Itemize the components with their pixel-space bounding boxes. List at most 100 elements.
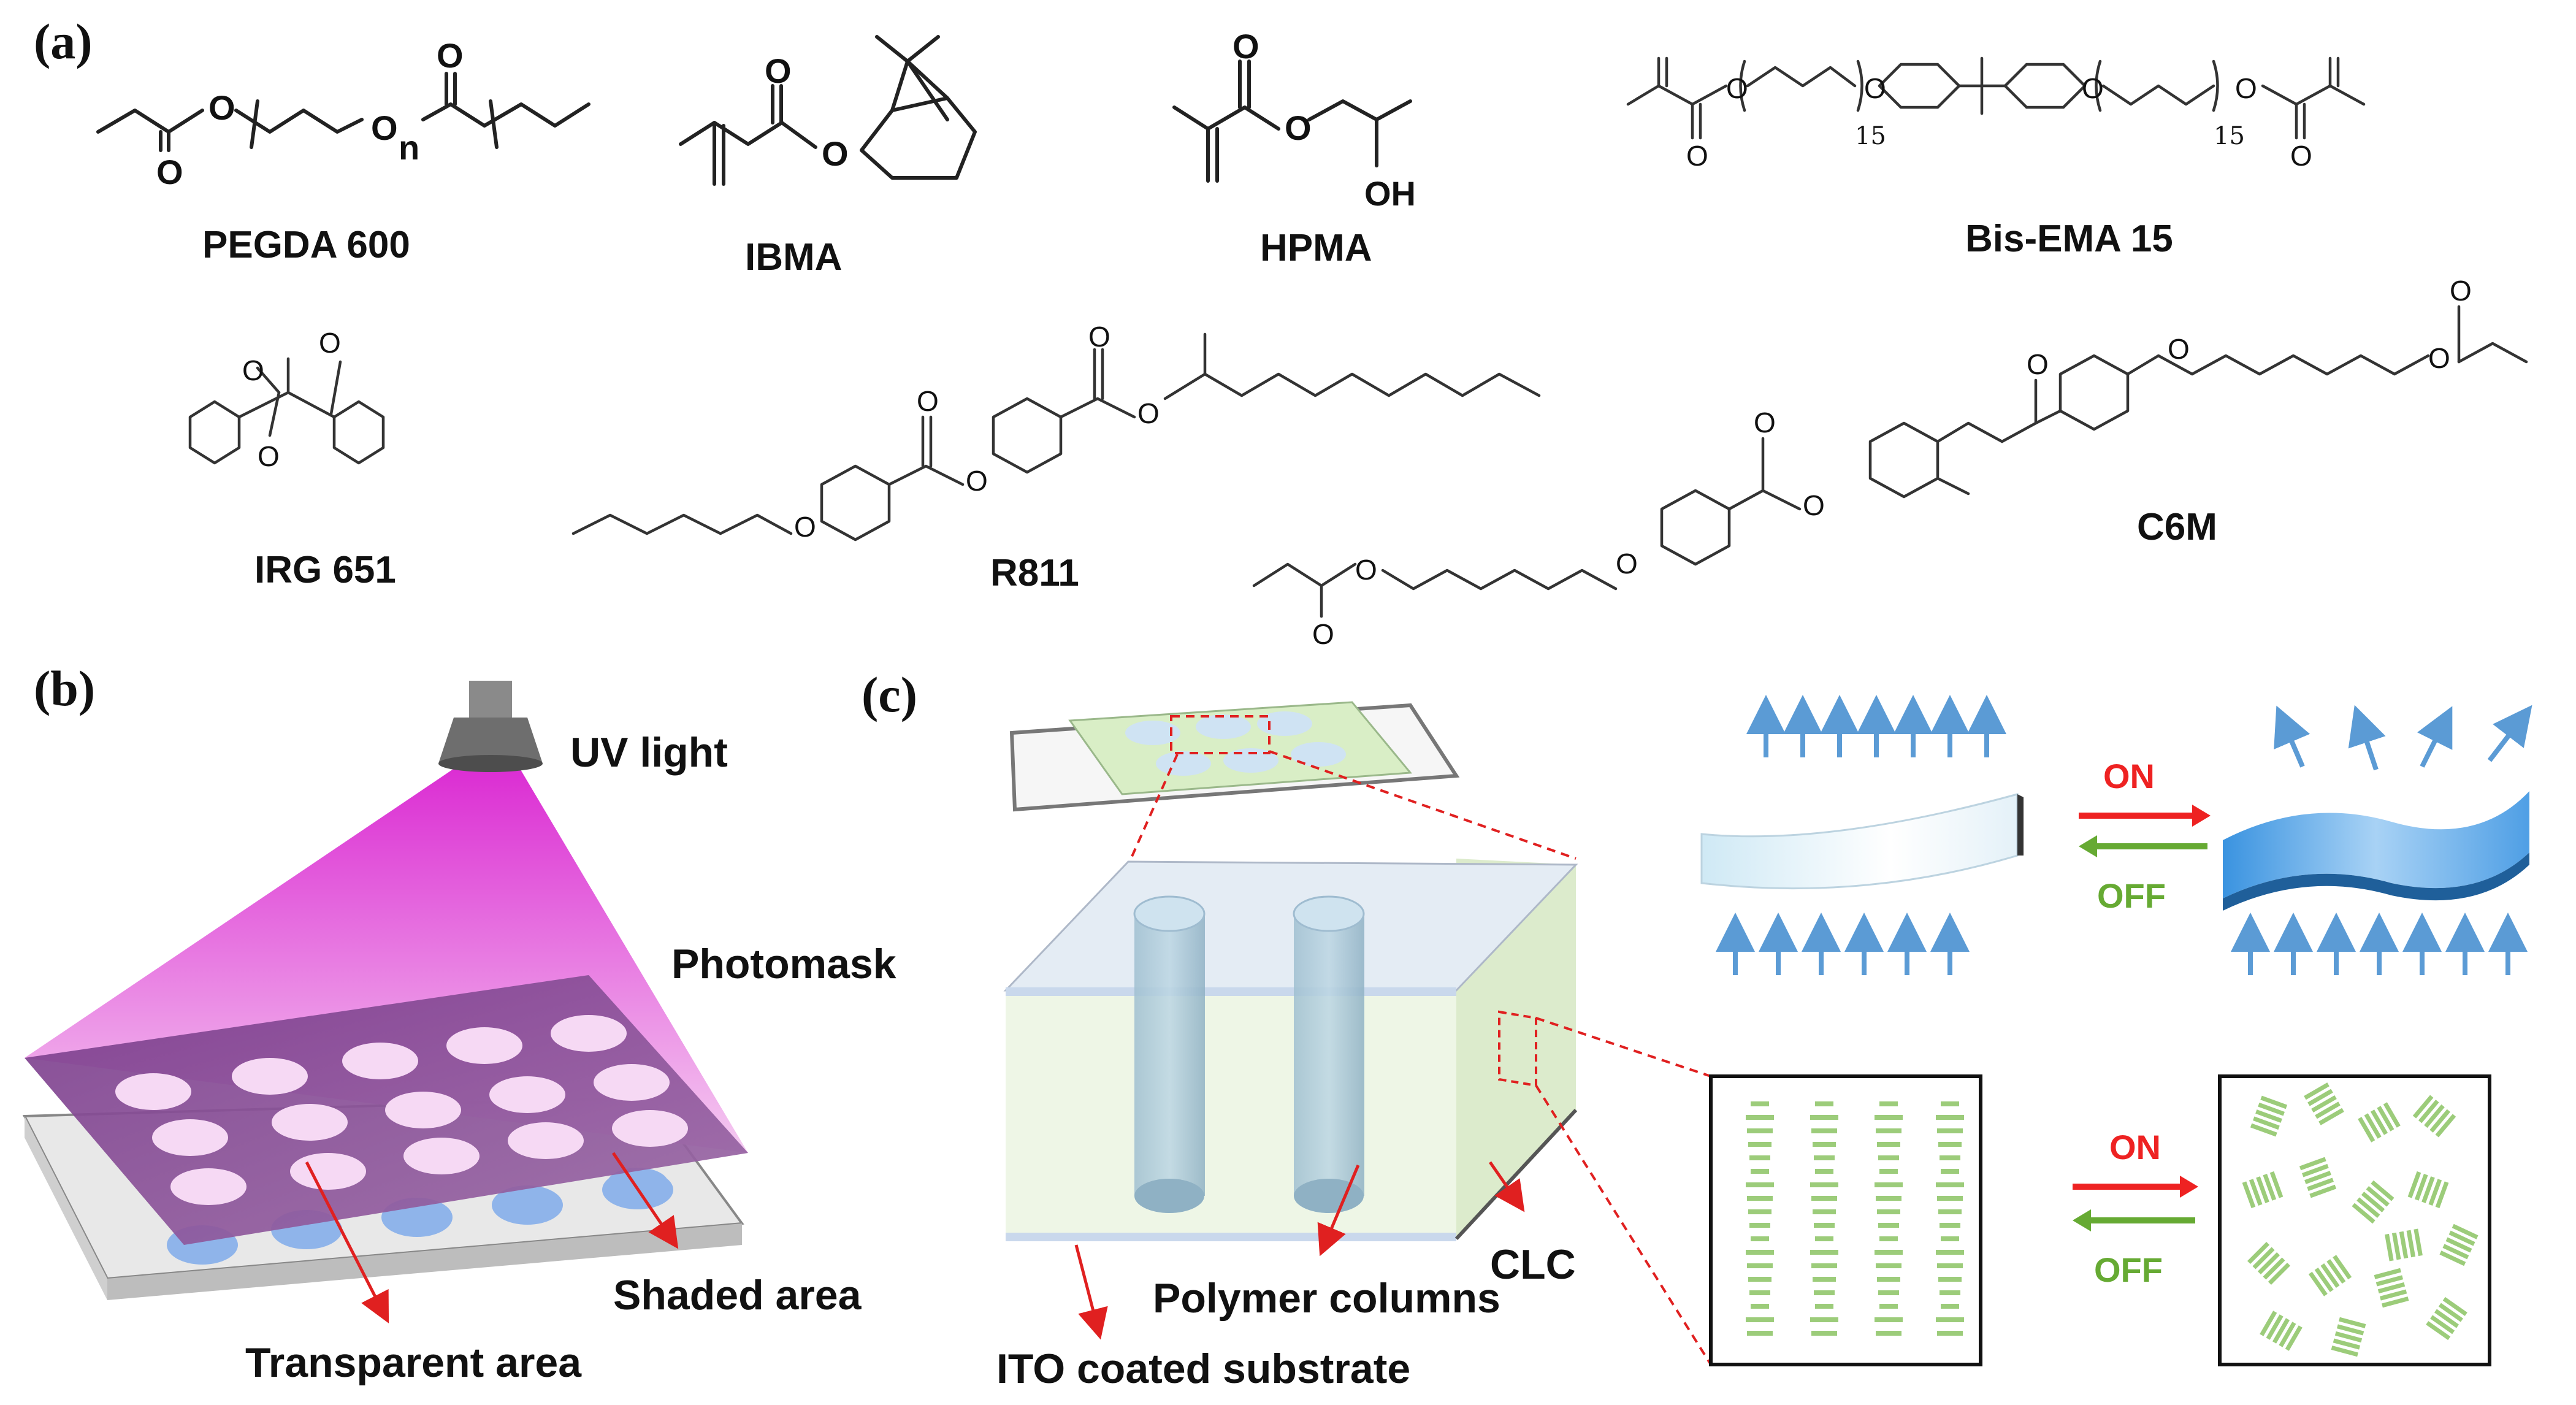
atom-o: O <box>1616 548 1638 580</box>
lc-molecule <box>2439 1250 2466 1266</box>
lc-molecule <box>2407 1171 2421 1198</box>
atom-o: O <box>1088 321 1110 353</box>
lc-molecule-cluster <box>2247 1241 2291 1285</box>
lc-molecule <box>2383 1102 2401 1128</box>
lc-molecule-cluster <box>2412 1095 2456 1138</box>
atom-o: O <box>1726 72 1748 104</box>
lc-molecule <box>2255 1109 2282 1123</box>
lc-molecule <box>2242 1181 2256 1209</box>
wavy-arrows-bottom <box>2231 913 2528 975</box>
lc-molecule <box>2263 1174 2277 1201</box>
atom-o: O <box>258 440 280 472</box>
lc-molecule-cluster <box>2250 1095 2288 1137</box>
lc-molecule <box>2250 1123 2277 1137</box>
lc-molecule <box>2377 1282 2406 1294</box>
lc-molecule <box>2361 1192 2385 1212</box>
shaded-arrow <box>611 1152 679 1249</box>
atom-o: O <box>1137 397 1160 429</box>
atom-o: O <box>2290 140 2312 172</box>
r811-structure: O O O O O <box>571 321 1541 543</box>
atom-o: O <box>1233 27 1259 66</box>
lc-molecule <box>2249 1179 2263 1206</box>
lc-molecule <box>2385 1233 2394 1261</box>
lc-molecule <box>2356 1197 2380 1219</box>
label-bisema: Bis-EMA 15 <box>1965 218 2173 260</box>
lc-molecule <box>2268 1262 2291 1285</box>
label-photomask: Photomask <box>671 941 896 987</box>
lc-molecule <box>2307 1177 2334 1192</box>
lc-molecule <box>2435 1114 2456 1138</box>
panel-label-c: (c) <box>862 667 917 722</box>
lc-molecule <box>2320 1263 2340 1288</box>
lc-molecule <box>2418 1100 2439 1124</box>
atom-o: O <box>1686 140 1708 172</box>
atom-o: O <box>1803 489 1825 521</box>
atom-o: O <box>1864 72 1886 104</box>
label-r811: R811 <box>990 552 1079 594</box>
atom-o: O <box>2450 275 2472 307</box>
wavy-arrows-top <box>2274 705 2532 771</box>
lc-molecule <box>2307 1089 2333 1106</box>
lc-molecule <box>2285 1325 2303 1351</box>
c6m-structure: O O O O O O O O O <box>1252 275 2528 650</box>
atom-o: O <box>966 465 988 497</box>
lc-molecule <box>2258 1102 2285 1116</box>
label-on-bottom: ON <box>2109 1128 2161 1166</box>
lc-cell-box <box>1003 859 1578 1241</box>
lc-ordered-molecules <box>1746 1101 1964 1336</box>
transparent-arrow <box>305 1161 389 1323</box>
lc-molecule <box>2333 1255 2352 1280</box>
lc-molecule <box>2308 1271 2328 1296</box>
bisema-structure: O O O O O O 15 15 <box>1626 56 2366 172</box>
lc-molecule <box>2352 1203 2375 1224</box>
lc-molecule <box>2424 1104 2445 1128</box>
lc-molecule <box>2370 1109 2388 1135</box>
lc-molecule-cluster <box>2385 1228 2423 1261</box>
off-arrowhead-bottom <box>2073 1209 2091 1231</box>
pegda-structure: O O O O n <box>96 36 590 191</box>
lc-molecule <box>2331 1346 2358 1357</box>
lc-molecule <box>2358 1117 2375 1143</box>
lc-molecule-cluster <box>2426 1296 2467 1341</box>
label-off-top: OFF <box>2097 876 2166 915</box>
zoom-line <box>1127 754 1179 865</box>
atom-o: O <box>794 511 816 543</box>
atom-oh: OH <box>1364 174 1416 213</box>
flat-arrows-top <box>1746 695 2006 757</box>
hpma-structure: O O OH <box>1172 27 1416 213</box>
label-on-top: ON <box>2103 757 2155 795</box>
subscript-15: 15 <box>1855 122 1886 150</box>
on-arrowhead-top <box>2192 805 2211 827</box>
atom-o: O <box>208 88 235 127</box>
atom-o: O <box>2428 342 2450 374</box>
atom-o: O <box>319 327 341 359</box>
lc-molecule <box>2375 1275 2404 1287</box>
zoom-line <box>1535 1084 1712 1366</box>
lc-molecule <box>2430 1315 2455 1334</box>
atom-o: O <box>765 52 792 90</box>
lc-molecule <box>2421 1176 2435 1203</box>
lc-molecule <box>2442 1296 2467 1316</box>
atom-o: O <box>822 134 849 173</box>
lc-molecule <box>2429 1109 2451 1133</box>
lc-molecule <box>2311 1095 2337 1113</box>
lc-molecule <box>2379 1289 2407 1301</box>
atom-o: O <box>1312 618 1334 650</box>
lc-molecule <box>2304 1171 2331 1184</box>
lc-molecule <box>2256 1176 2269 1203</box>
lc-molecule <box>2263 1257 2285 1280</box>
lc-molecule <box>2391 1232 2401 1260</box>
lc-molecule <box>2333 1338 2361 1350</box>
lc-molecule-cluster <box>2439 1223 2479 1266</box>
on-arrowhead-bottom <box>2180 1176 2198 1198</box>
off-arrowhead-top <box>2079 835 2097 857</box>
lc-molecule-cluster <box>2407 1171 2449 1209</box>
lc-molecule <box>2257 1252 2280 1275</box>
atom-o: O <box>371 109 398 147</box>
lc-molecule-cluster <box>2242 1171 2284 1209</box>
lc-molecule <box>2406 1230 2416 1258</box>
lc-molecule <box>2448 1230 2475 1246</box>
lc-molecule <box>2272 1318 2290 1344</box>
lc-molecule <box>2314 1267 2334 1292</box>
